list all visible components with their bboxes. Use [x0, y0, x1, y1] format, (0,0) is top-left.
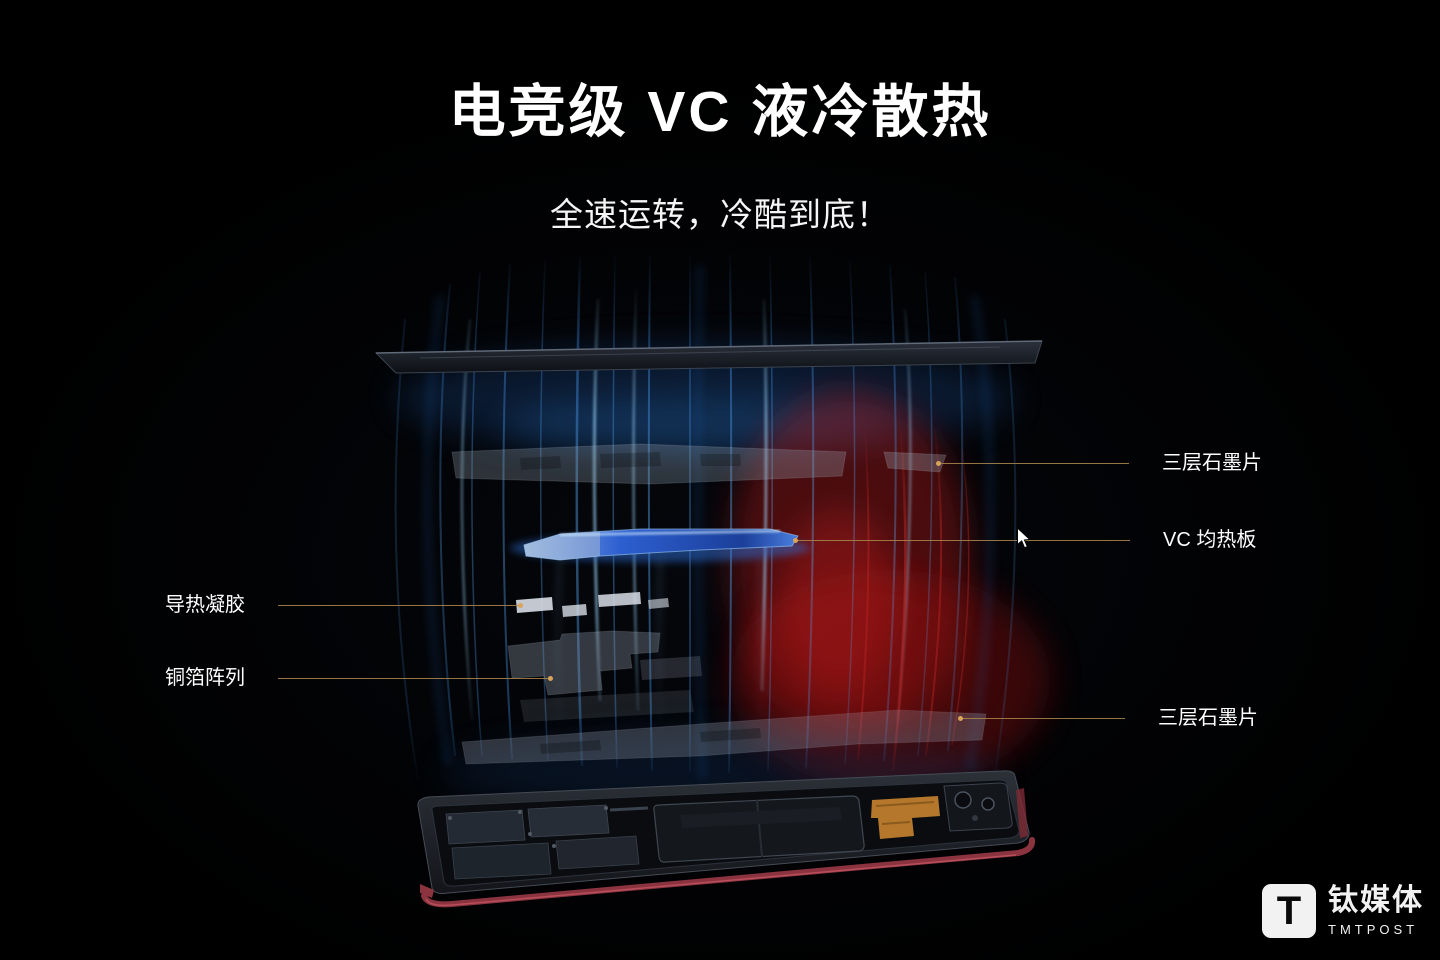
callout-dot [518, 602, 523, 608]
callout-dot [958, 715, 963, 721]
arrow-cursor-icon [1016, 526, 1033, 555]
page-subtitle: 全速运转，冷酷到底！ [550, 196, 890, 233]
callout-line [941, 462, 1129, 464]
callout-graphite-top: 三层石墨片 [936, 451, 1262, 475]
callout-dot [548, 675, 553, 681]
callout-dot [793, 537, 798, 543]
callout-line [798, 539, 1130, 541]
tmtpost-logo-icon: T [1262, 884, 1316, 938]
callout-graphite-bottom: 三层石墨片 [958, 706, 1258, 730]
callout-line [278, 677, 548, 679]
tmtpost-watermark: T 钛媒体 TMTPOST [1262, 884, 1424, 938]
callout-label-vc-plate: VC 均热板 [1163, 529, 1257, 551]
callout-dot [936, 460, 941, 466]
callout-copper-foil: 铜箔阵列 [165, 666, 553, 690]
callout-label-graphite-top: 三层石墨片 [1162, 452, 1262, 474]
callout-vc-plate: VC 均热板 [793, 528, 1256, 552]
callout-line [963, 717, 1125, 719]
callout-line [278, 604, 518, 606]
page-title: 电竞级 VC 液冷散热 [448, 80, 992, 144]
callout-label-copper-foil: 铜箔阵列 [165, 667, 245, 689]
callout-label-thermal-gel: 导热凝胶 [165, 594, 245, 616]
callout-thermal-gel: 导热凝胶 [165, 593, 523, 617]
callout-label-graphite-bottom: 三层石墨片 [1158, 707, 1258, 729]
watermark-brand-en: TMTPOST [1328, 922, 1419, 937]
watermark-brand-cn: 钛媒体 [1328, 884, 1424, 917]
